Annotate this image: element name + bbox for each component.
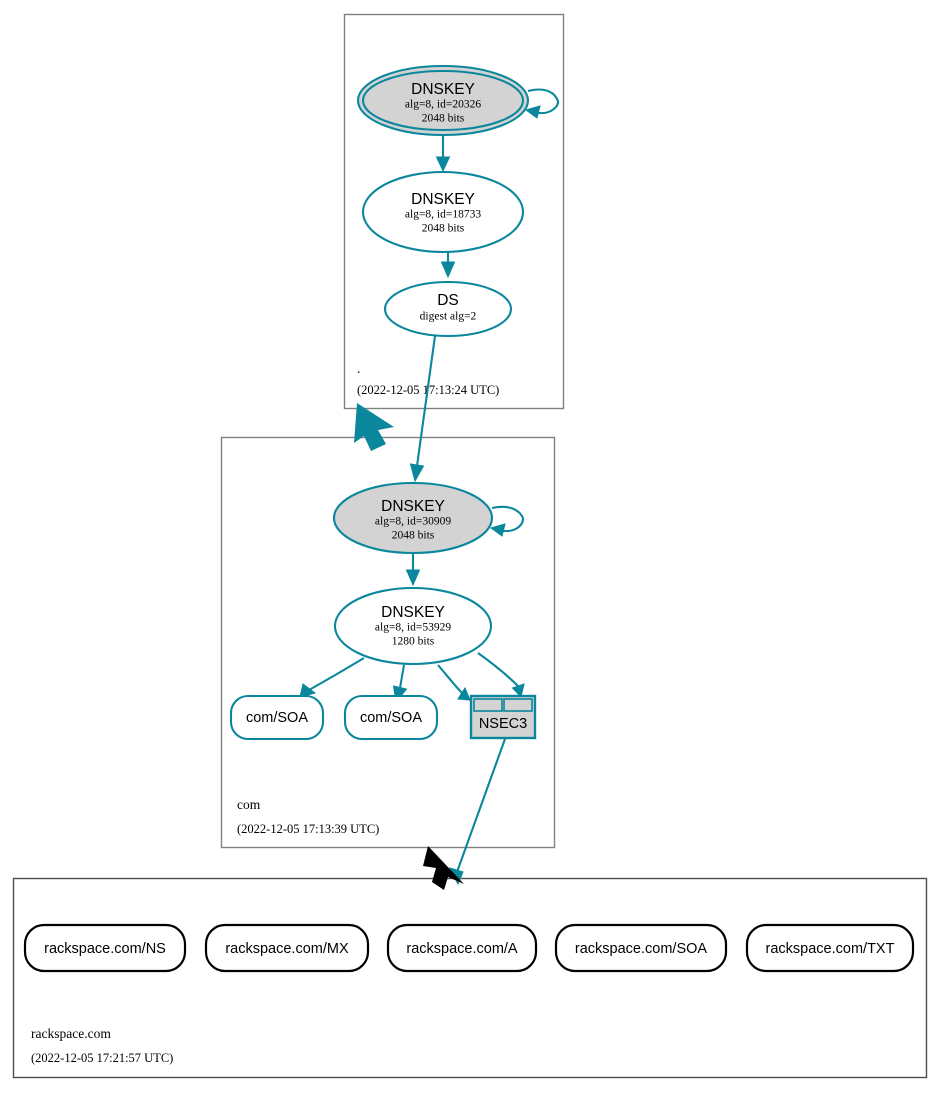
node-rackspace-soa[interactable]: rackspace.com/SOA <box>554 923 728 973</box>
nsec3-cell-left <box>473 698 503 712</box>
node-com-zsk[interactable]: DNSKEY alg=8, id=53929 1280 bits <box>333 586 493 666</box>
edge-root-ksk-to-zsk <box>435 136 451 173</box>
node-label: rackspace.com/SOA <box>575 941 707 957</box>
node-com-nsec3[interactable]: NSEC3 <box>469 694 537 740</box>
zone-label-rackspace: rackspace.com <box>31 1026 111 1041</box>
node-bits: 1280 bits <box>392 636 435 648</box>
node-detail: alg=8, id=53929 <box>375 622 451 634</box>
zone-transition-arrow-root-to-com <box>354 403 394 451</box>
edge-com-zsk-to-nsec3-b <box>477 652 525 699</box>
node-label: rackspace.com/TXT <box>766 941 895 957</box>
node-label: DNSKEY <box>411 81 475 98</box>
zone-box-rackspace <box>12 877 928 1079</box>
zone-label-com: com <box>237 797 261 812</box>
node-rackspace-txt[interactable]: rackspace.com/TXT <box>745 923 915 973</box>
zone-label-root: . <box>357 361 360 376</box>
node-label: rackspace.com/MX <box>225 941 349 957</box>
edge-ds-to-com-ksk <box>409 335 437 483</box>
edge-com-ksk-self-sign <box>489 505 525 537</box>
zone-timestamp-rackspace: (2022-12-05 17:21:57 UTC) <box>31 1051 173 1065</box>
node-root-ksk[interactable]: DNSKEY alg=8, id=20326 2048 bits <box>356 64 530 137</box>
nsec3-cell-right <box>503 698 533 712</box>
node-label: DS <box>437 292 459 309</box>
node-label: NSEC3 <box>479 716 527 732</box>
node-rackspace-ns[interactable]: rackspace.com/NS <box>23 923 187 973</box>
edge-com-zsk-to-soa-1 <box>299 657 365 698</box>
node-label: rackspace.com/A <box>406 941 518 957</box>
zone-transition-arrow-com-to-rackspace <box>423 846 464 890</box>
node-com-soa-2[interactable]: com/SOA <box>343 694 439 741</box>
node-detail: digest alg=2 <box>420 311 477 323</box>
node-label: com/SOA <box>246 710 308 726</box>
node-com-soa-1[interactable]: com/SOA <box>229 694 325 741</box>
node-bits: 2048 bits <box>392 530 435 542</box>
edge-root-ksk-self-sign <box>524 88 560 119</box>
node-label: rackspace.com/NS <box>44 941 166 957</box>
edge-com-zsk-to-nsec3-a <box>437 664 471 701</box>
node-detail: alg=8, id=18733 <box>405 209 481 221</box>
node-bits: 2048 bits <box>422 223 465 235</box>
node-root-zsk[interactable]: DNSKEY alg=8, id=18733 2048 bits <box>361 170 525 254</box>
node-detail: alg=8, id=30909 <box>375 516 451 528</box>
node-rackspace-a[interactable]: rackspace.com/A <box>386 923 538 973</box>
node-label: DNSKEY <box>381 604 445 621</box>
node-label: com/SOA <box>360 710 422 726</box>
node-root-ds[interactable]: DS digest alg=2 <box>383 280 513 338</box>
node-detail: alg=8, id=20326 <box>405 99 481 111</box>
edge-com-ksk-to-zsk <box>405 553 421 587</box>
zone-timestamp-com: (2022-12-05 17:13:39 UTC) <box>237 822 379 836</box>
node-bits: 2048 bits <box>422 113 465 125</box>
node-label: DNSKEY <box>381 498 445 515</box>
node-label: DNSKEY <box>411 191 475 208</box>
node-rackspace-mx[interactable]: rackspace.com/MX <box>204 923 370 973</box>
node-com-ksk[interactable]: DNSKEY alg=8, id=30909 2048 bits <box>332 481 494 555</box>
